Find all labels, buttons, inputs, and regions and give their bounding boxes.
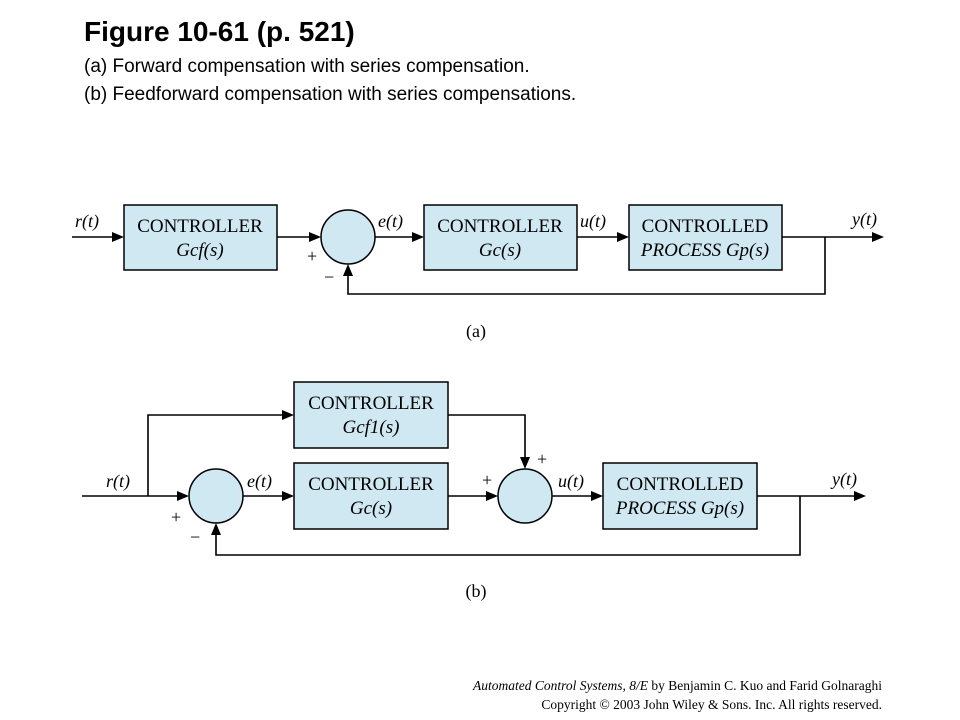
control-signal-label-b: u(t) <box>558 471 584 492</box>
sum1-plus-sign-b: + <box>171 507 181 527</box>
process-tf-a: PROCESS Gp(s) <box>640 240 769 261</box>
arrowhead-process-a <box>617 232 629 242</box>
wire-feedback-a <box>347 237 826 295</box>
caption-b: (b) Feedforward compensation with series… <box>84 84 577 105</box>
wire-feedforward-branch-b <box>147 414 286 496</box>
footer-copyright: Copyright © 2003 John Wiley & Sons. Inc.… <box>541 697 882 712</box>
input-signal-label-b: r(t) <box>106 471 130 492</box>
footer-book-line: Automated Control Systems, 8/E by Benjam… <box>473 676 882 695</box>
output-signal-label-b: y(t) <box>830 469 857 490</box>
arrowhead-sum2-left-b <box>486 491 498 501</box>
process-title-b: CONTROLLED <box>617 474 744 495</box>
controller-block-a <box>423 204 578 271</box>
feedforward-block-b <box>293 381 449 449</box>
process-block-a <box>628 204 783 271</box>
arrowhead-input-a <box>112 232 124 242</box>
arrowhead-controller-a <box>412 232 424 242</box>
arrowhead-feedforward-b <box>282 410 294 420</box>
arrowhead-controller-b <box>282 491 294 501</box>
summing-junction-2-b <box>497 468 553 524</box>
prefilter-tf-a: Gcf(s) <box>176 240 223 261</box>
error-signal-label-b: e(t) <box>247 471 272 492</box>
sum2-plus-top-sign-b: + <box>537 449 547 469</box>
controller-title-b: CONTROLLER <box>308 474 434 495</box>
book-title: Automated Control Systems, 8/E <box>473 678 649 693</box>
output-signal-label-a: y(t) <box>850 209 877 230</box>
arrowhead-sum2-top-b <box>520 457 530 469</box>
sum2-plus-left-sign-b: + <box>482 470 492 490</box>
diagram-a-label: (a) <box>466 321 486 342</box>
controller-title-a: CONTROLLER <box>437 216 563 237</box>
arrowhead-feedback-b <box>211 523 221 535</box>
diagram-b: CONTROLLER Gcf1(s) CONTROLLER Gc(s) CONT… <box>82 381 866 602</box>
arrowhead-feedback-a <box>343 264 353 276</box>
controller-tf-a: Gc(s) <box>479 240 521 261</box>
minus-sign-a: − <box>324 267 334 287</box>
process-title-a: CONTROLLED <box>642 216 769 237</box>
sum1-minus-sign-b: − <box>190 527 200 547</box>
arrowhead-output-b <box>854 491 866 501</box>
summing-junction-a <box>320 209 376 265</box>
plus-sign-a: + <box>307 246 317 266</box>
figure-title: Figure 10-61 (p. 521) <box>84 16 355 47</box>
process-tf-b: PROCESS Gp(s) <box>615 498 744 519</box>
arrowhead-sum1-b <box>177 491 189 501</box>
footer-credit: Automated Control Systems, 8/E by Benjam… <box>473 676 882 714</box>
summing-junction-1-b <box>188 468 244 524</box>
arrowhead-sum-a <box>309 232 321 242</box>
prefilter-title-a: CONTROLLER <box>137 216 263 237</box>
arrowhead-process-b <box>591 491 603 501</box>
book-authors: by Benjamin C. Kuo and Farid Golnaraghi <box>648 678 882 693</box>
controller-tf-b: Gc(s) <box>350 498 392 519</box>
feedforward-title-b: CONTROLLER <box>308 393 434 414</box>
caption-a: (a) Forward compensation with series com… <box>84 56 530 77</box>
feedforward-tf-b: Gcf1(s) <box>343 417 400 438</box>
wire-feedforward-to-sum2-b <box>448 414 526 461</box>
input-signal-label-a: r(t) <box>75 211 99 232</box>
controller-block-b <box>293 462 449 530</box>
arrowhead-output-a <box>872 232 884 242</box>
process-block-b <box>602 462 758 530</box>
control-signal-label-a: u(t) <box>580 211 606 232</box>
diagram-a: CONTROLLER Gcf(s) CONTROLLER Gc(s) CONTR… <box>72 204 884 342</box>
error-signal-label-a: e(t) <box>378 211 403 232</box>
diagram-b-label: (b) <box>466 581 487 602</box>
prefilter-block-a <box>123 204 278 271</box>
wire-feedback-b <box>215 496 801 556</box>
